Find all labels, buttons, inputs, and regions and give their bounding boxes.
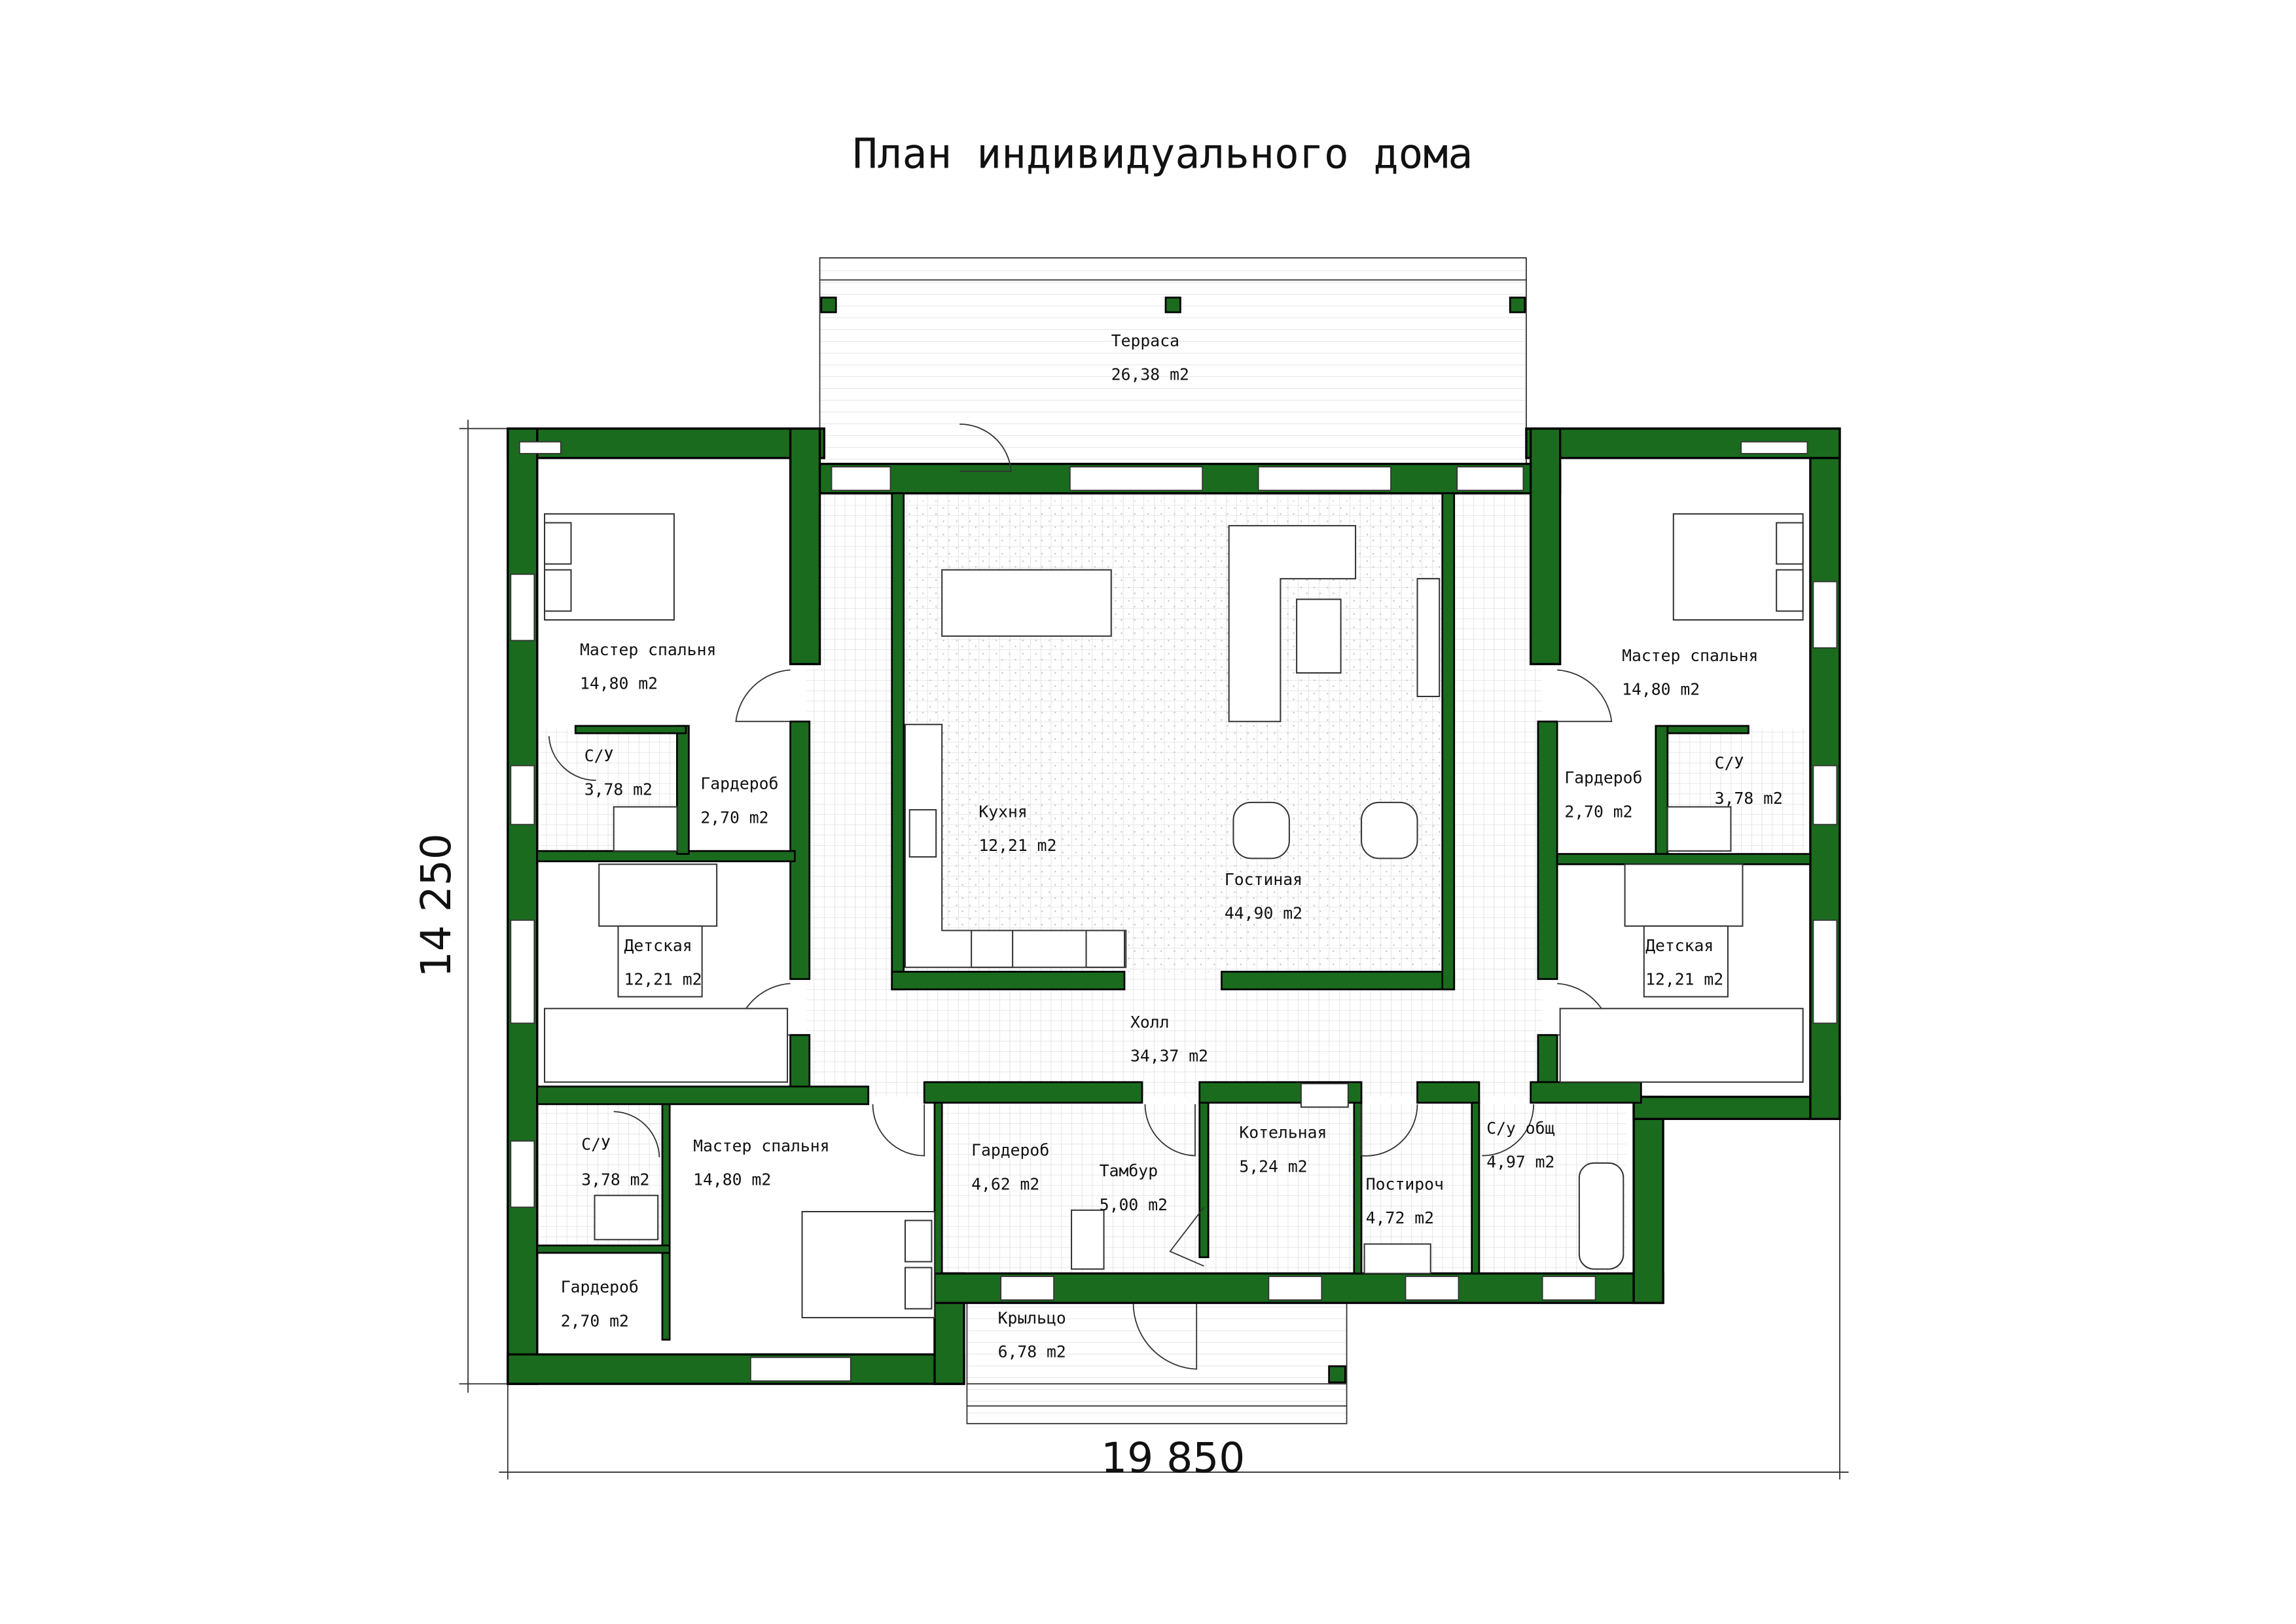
vestibule-name: Тамбур (1100, 1161, 1158, 1180)
wardrobe-right-area: 2,70 m2 (1564, 802, 1632, 821)
porch (966, 1302, 1348, 1424)
bath-left-name: С/У (584, 746, 614, 765)
furniture (544, 513, 1804, 1318)
plan-title: План индивидуального дома (853, 130, 1473, 178)
terrace-name: Терраса (1111, 331, 1179, 350)
wardrobe-entry-name: Гардероб (971, 1141, 1049, 1160)
boiler-name: Котельная (1239, 1123, 1327, 1142)
kids-right-area: 12,21 m2 (1645, 970, 1723, 989)
kids-left-area: 12,21 m2 (624, 970, 702, 989)
porch-area: 6,78 m2 (998, 1343, 1066, 1362)
master-left-area: 14,80 m2 (580, 674, 658, 693)
wardrobe-left-name: Гардероб (700, 774, 778, 793)
bath-common-name: С/у общ (1486, 1119, 1554, 1138)
room-labels: Терраса 26,38 m2 Мастер спальня 14,80 m2… (561, 331, 1783, 1362)
master-right-name: Мастер спальня (1622, 646, 1758, 665)
laundry-name: Постироч (1366, 1174, 1444, 1193)
laundry-area: 4,72 m2 (1366, 1208, 1434, 1227)
living-name: Гостиная (1225, 870, 1302, 889)
bath-left-area: 3,78 m2 (584, 780, 653, 799)
bathtub (1578, 1162, 1624, 1270)
bath-right-name: С/У (1715, 753, 1744, 772)
master-right-area: 14,80 m2 (1622, 680, 1700, 699)
master-bottom-area: 14,80 m2 (693, 1170, 771, 1189)
vestibule-area: 5,00 m2 (1100, 1195, 1168, 1214)
bath-bottom-area: 3,78 m2 (581, 1170, 649, 1189)
kids-right-name: Детская (1645, 936, 1713, 955)
wardrobe-bottom-area: 2,70 m2 (561, 1311, 629, 1330)
boiler-area: 5,24 m2 (1239, 1157, 1307, 1176)
kids-left-name: Детская (624, 936, 692, 955)
height-dimension: 14 250 (412, 833, 460, 977)
kitchen-name: Кухня (978, 802, 1027, 821)
wardrobe-right-name: Гардероб (1564, 768, 1642, 787)
terrace (819, 257, 1527, 465)
bath-bottom-name: С/У (581, 1135, 611, 1154)
bath-right-area: 3,78 m2 (1715, 789, 1783, 808)
wardrobe-bottom-name: Гардероб (561, 1278, 639, 1297)
hall-area: 34,37 m2 (1130, 1047, 1208, 1066)
interior-walls (536, 492, 1812, 1341)
dining-table (941, 569, 1112, 637)
kitchen-area: 12,21 m2 (978, 836, 1056, 855)
master-left-name: Мастер спальня (580, 640, 716, 659)
porch-name: Крыльцо (998, 1308, 1066, 1327)
master-bottom-name: Мастер спальня (693, 1136, 829, 1155)
width-dimension: 19 850 (1101, 1434, 1245, 1482)
windows (510, 441, 1838, 1382)
terrace-area: 26,38 m2 (1111, 365, 1189, 384)
wardrobe-left-area: 2,70 m2 (700, 808, 768, 827)
sofa (1228, 525, 1357, 723)
living-area: 44,90 m2 (1225, 904, 1302, 923)
hall-name: Холл (1130, 1013, 1170, 1032)
wardrobe-entry-area: 4,62 m2 (971, 1174, 1039, 1193)
bath-common-area: 4,97 m2 (1486, 1153, 1554, 1172)
